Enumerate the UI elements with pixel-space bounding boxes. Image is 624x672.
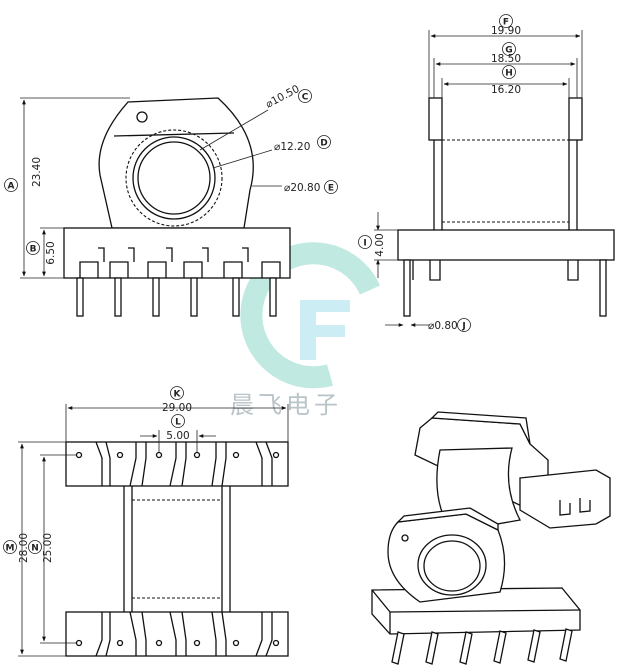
flange-right xyxy=(568,97,583,141)
front-view: F 19.90 G 18.50 H 16.20 I 4.00 ⌀0.80 J xyxy=(358,14,615,332)
dim-tag-c: C xyxy=(302,93,309,103)
dim-i-value: 4.00 xyxy=(374,233,386,256)
watermark-brand-text: 晨飞电子 xyxy=(230,391,342,419)
watermark-logo-letter xyxy=(300,300,350,360)
top-strip-holes xyxy=(75,451,280,459)
dim-tag-d: D xyxy=(320,139,327,149)
mounting-hole xyxy=(136,111,148,123)
dim-tag-l: L xyxy=(175,418,181,428)
watermark: 晨飞电子 xyxy=(230,242,381,419)
bore-inner xyxy=(137,141,211,215)
dim-h-value: 16.20 xyxy=(491,84,521,96)
dim-tag-m: M xyxy=(6,544,15,554)
flange-body xyxy=(98,97,254,229)
dim-tag-n: N xyxy=(31,544,39,554)
dim-a-value: 23.40 xyxy=(31,157,43,187)
dim-tag-i: I xyxy=(363,239,366,249)
dim-f-value: 19.90 xyxy=(491,25,521,37)
dim-tag-k: K xyxy=(174,390,182,400)
front-pin-right xyxy=(599,259,607,317)
iso-pins xyxy=(391,628,573,665)
front-pin-left xyxy=(403,259,411,317)
winding-circle-d xyxy=(125,129,223,227)
bore-outer xyxy=(132,136,216,220)
dim-g-value: 18.50 xyxy=(491,53,521,65)
dim-c-value: ⌀10.50 xyxy=(264,83,302,111)
flange-left xyxy=(428,97,443,141)
side-pins xyxy=(76,277,277,317)
dim-d-value: ⌀12.20 xyxy=(274,141,310,153)
bottom-strip-holes xyxy=(75,639,280,647)
dim-e-value: ⌀20.80 xyxy=(284,182,320,194)
dim-k-value: 29.00 xyxy=(162,402,192,414)
top-strip xyxy=(65,441,289,487)
dim-tag-f: F xyxy=(503,18,509,28)
dim-b-value: 6.50 xyxy=(45,241,57,264)
top-view: K 29.00 L 5.00 M 28.00 N 25.00 xyxy=(3,386,289,657)
terminal-base xyxy=(63,227,291,279)
dim-tag-h: H xyxy=(505,69,513,79)
side-view: A 23.40 B 6.50 ⌀10.50 C ⌀12.20 D ⌀20.80 … xyxy=(4,83,338,317)
dim-j-value: ⌀0.80 xyxy=(428,320,458,332)
watermark-logo-ring xyxy=(240,242,381,389)
dim-tag-a: A xyxy=(8,182,15,192)
dim-l-value: 5.00 xyxy=(166,430,189,442)
front-base xyxy=(397,229,615,261)
dim-tag-g: G xyxy=(505,46,512,56)
bottom-strip xyxy=(65,611,289,657)
dim-m-value: 28.00 xyxy=(18,533,30,563)
dim-tag-b: B xyxy=(30,245,37,255)
dim-tag-j: J xyxy=(461,322,465,332)
isometric-view xyxy=(371,411,611,665)
dim-n-value: 25.00 xyxy=(42,533,54,563)
dim-tag-e: E xyxy=(328,184,334,194)
